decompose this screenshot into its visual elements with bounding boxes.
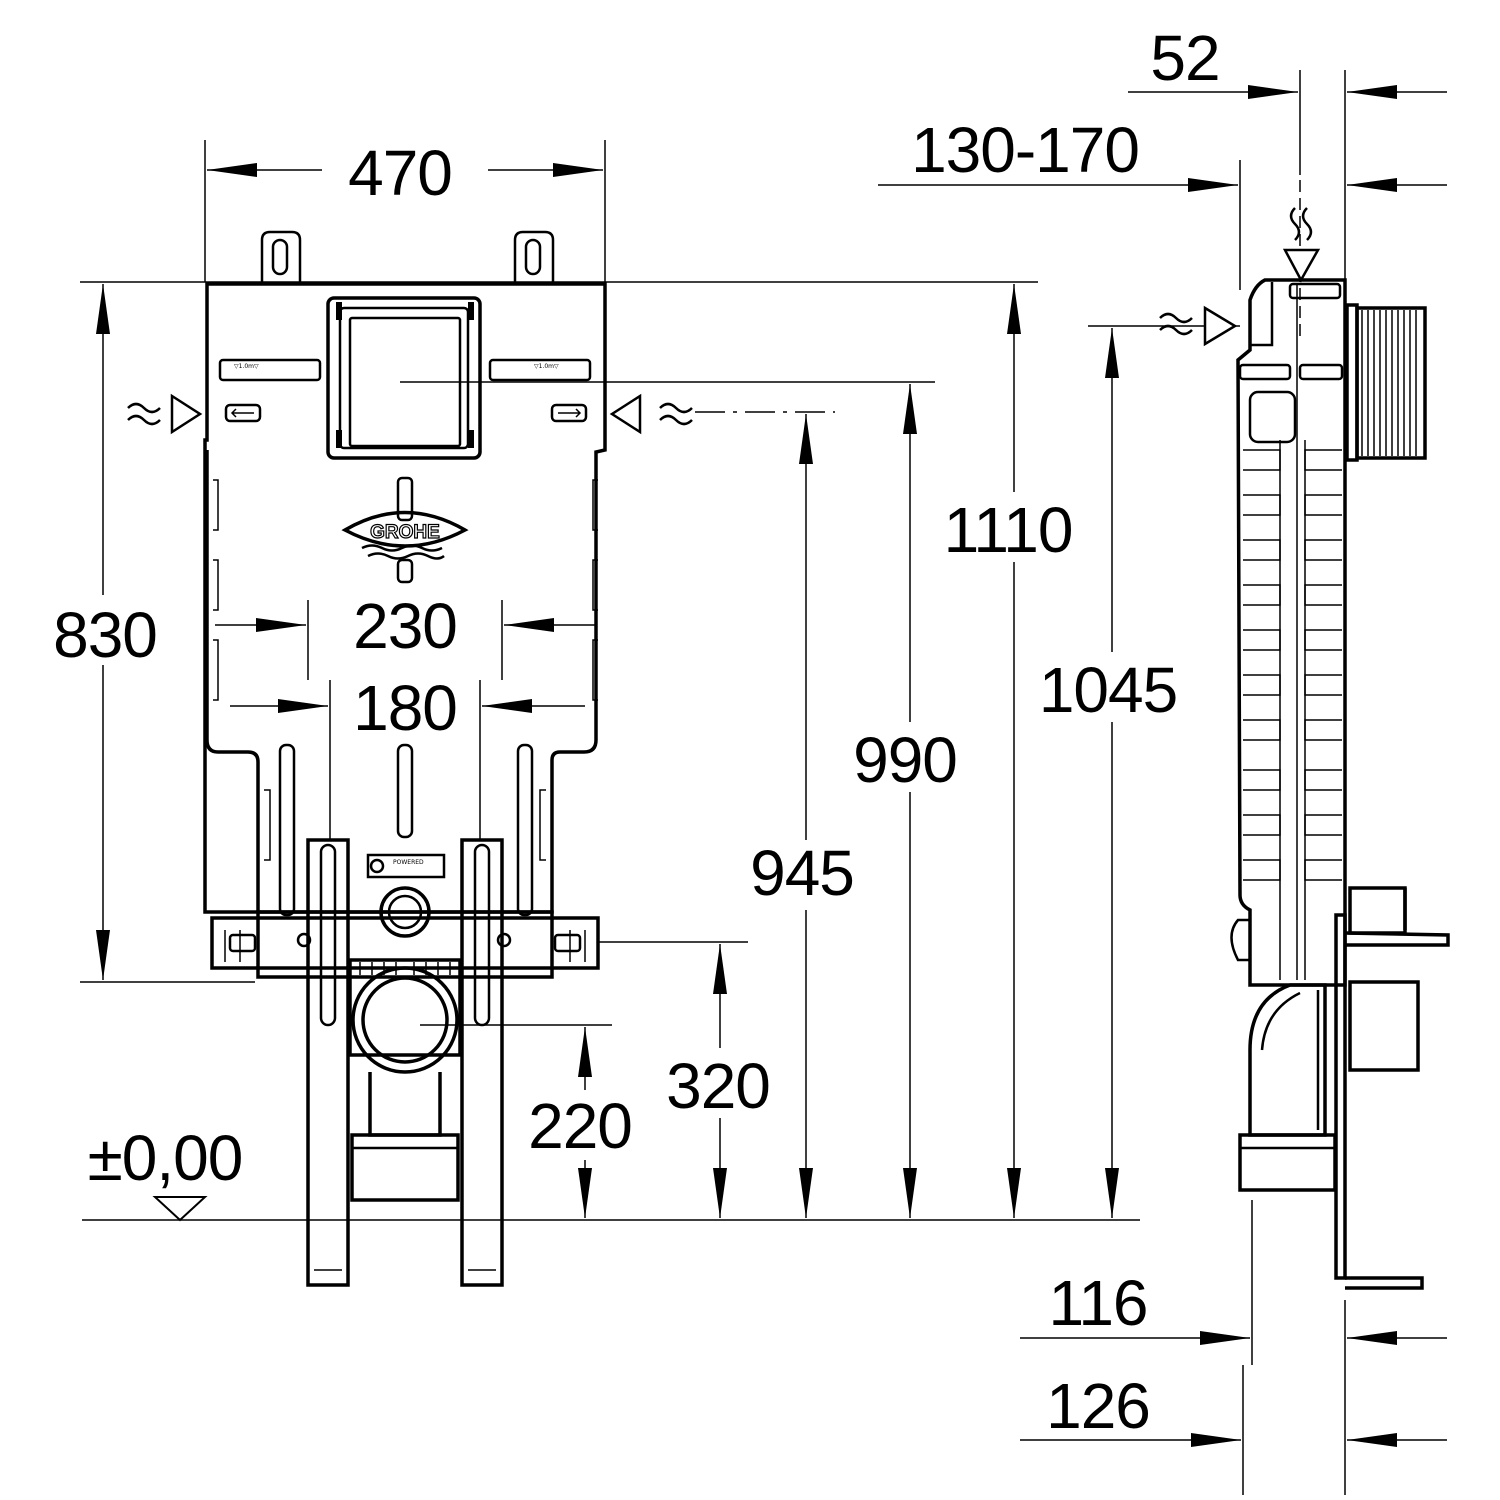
dim-470: 470 xyxy=(348,137,452,209)
frame-label-left: ▽1.0m▽ xyxy=(234,363,259,370)
dim-180: 180 xyxy=(353,672,457,744)
dim-830: 830 xyxy=(53,599,157,671)
dim-130-170: 130-170 xyxy=(911,114,1139,186)
grohe-logo: GROHE xyxy=(341,476,469,584)
frame-label-right: ▽1.0m▽ xyxy=(534,363,559,370)
side-slots xyxy=(1243,440,1342,980)
waste-outlet xyxy=(348,958,462,1202)
side-view xyxy=(1159,70,1450,1495)
dim-220: 220 xyxy=(528,1090,632,1162)
grohe-wordmark: GROHE xyxy=(370,522,440,543)
dim-52: 52 xyxy=(1150,22,1219,94)
side-dimensions: 52 130-170 116 126 xyxy=(878,22,1447,1447)
dim-990: 990 xyxy=(853,724,957,796)
side-bracket xyxy=(1334,886,1450,1290)
water-inlet-symbols-front xyxy=(127,393,693,435)
cistern-opening xyxy=(326,296,482,460)
frame-outline xyxy=(203,282,607,914)
frame-edge-notches xyxy=(213,479,598,861)
dim-945: 945 xyxy=(750,837,854,909)
dim-116: 116 xyxy=(1048,1267,1147,1339)
frame-tag: POWERED xyxy=(393,859,424,866)
cistern-side xyxy=(1236,278,1347,987)
front-view: ▽1.0m▽ ▽1.0m▽ GROHE xyxy=(127,230,693,1287)
dim-126: 126 xyxy=(1046,1370,1150,1442)
front-dimensions: 470 830 230 180 ±0,00 1110 1045 xyxy=(45,137,1240,1222)
frame-side-labels: ▽1.0m▽ ▽1.0m▽ xyxy=(218,358,592,423)
floor-level: ±0,00 xyxy=(88,1122,243,1194)
threaded-connector xyxy=(1345,303,1427,462)
dim-1110: 1110 xyxy=(944,494,1073,566)
mounting-tabs xyxy=(260,230,555,284)
side-waste-bend xyxy=(1238,983,1337,1192)
dim-1045: 1045 xyxy=(1039,654,1177,726)
dim-320: 320 xyxy=(666,1050,770,1122)
dim-230: 230 xyxy=(353,590,457,662)
